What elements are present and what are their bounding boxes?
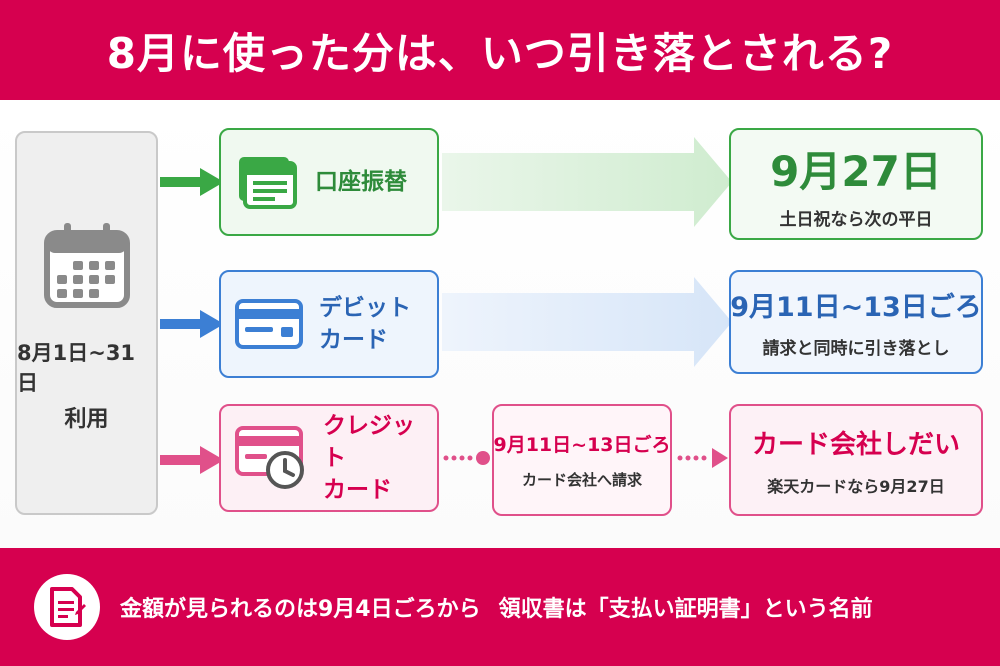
method-account-transfer: 口座振替 — [219, 128, 439, 236]
method-label: 口座振替 — [315, 169, 407, 195]
page-title: 8月に使った分は、いつ引き落とされる? — [106, 28, 894, 78]
footer-banner: 金額が見られるのは9月4日ごろから領収書は「支払い証明書」という名前 — [0, 548, 1000, 666]
document-icon — [50, 587, 86, 627]
result-credit-card: カード会社しだい 楽天カードなら9月27日 — [729, 404, 983, 516]
card-icon — [235, 299, 303, 349]
result-debit-card: 9月11日~13日ごろ 請求と同時に引き落とし — [729, 270, 983, 374]
result-date: 9月27日 — [770, 147, 942, 196]
billing-date: 9月11日~13日ごろ — [493, 434, 671, 456]
dotted-connector — [443, 451, 490, 465]
result-note: 楽天カードなら9月27日 — [767, 476, 945, 496]
flow-arrow-green — [442, 137, 732, 227]
bank-book-icon — [239, 157, 297, 209]
header-banner: 8月に使った分は、いつ引き落とされる? — [0, 0, 1000, 100]
method-debit-card: デビット カード — [219, 270, 439, 378]
result-note: 土日祝なら次の平日 — [779, 210, 933, 230]
method-credit-card: クレジット カード — [219, 404, 439, 512]
usage-label: 利用 — [64, 407, 109, 432]
result-note: 請求と同時に引き落とし — [762, 339, 950, 359]
credit-card-billing-box: 9月11日~13日ごろ カード会社へ請求 — [492, 404, 672, 516]
footer-note: 金額が見られるのは9月4日ごろから領収書は「支払い証明書」という名前 — [120, 591, 873, 623]
result-date: カード会社しだい — [751, 429, 960, 460]
blue-arrow-icon — [160, 310, 224, 338]
card-clock-icon — [235, 426, 304, 489]
result-date: 9月11日~13日ごろ — [730, 292, 982, 323]
green-arrow-icon — [160, 168, 224, 196]
dotted-arrow-connector — [677, 448, 728, 468]
method-label: クレジット カード — [323, 413, 415, 503]
footer-note-amount: 金額が見られるのは9月4日ごろから — [120, 597, 481, 622]
document-icon-badge — [34, 574, 100, 640]
flow-arrow-blue — [442, 277, 732, 367]
usage-period-box: 8月1日~31日 利用 — [15, 131, 158, 515]
calendar-icon — [43, 223, 130, 308]
footer-note-receipt: 領収書は「支払い証明書」という名前 — [498, 597, 873, 622]
result-account-transfer: 9月27日 土日祝なら次の平日 — [729, 128, 983, 240]
pink-arrow-icon — [160, 446, 224, 474]
billing-note: カード会社へ請求 — [521, 471, 642, 489]
method-label: デビット カード — [319, 295, 411, 353]
usage-range: 8月1日~31日 — [17, 341, 136, 395]
